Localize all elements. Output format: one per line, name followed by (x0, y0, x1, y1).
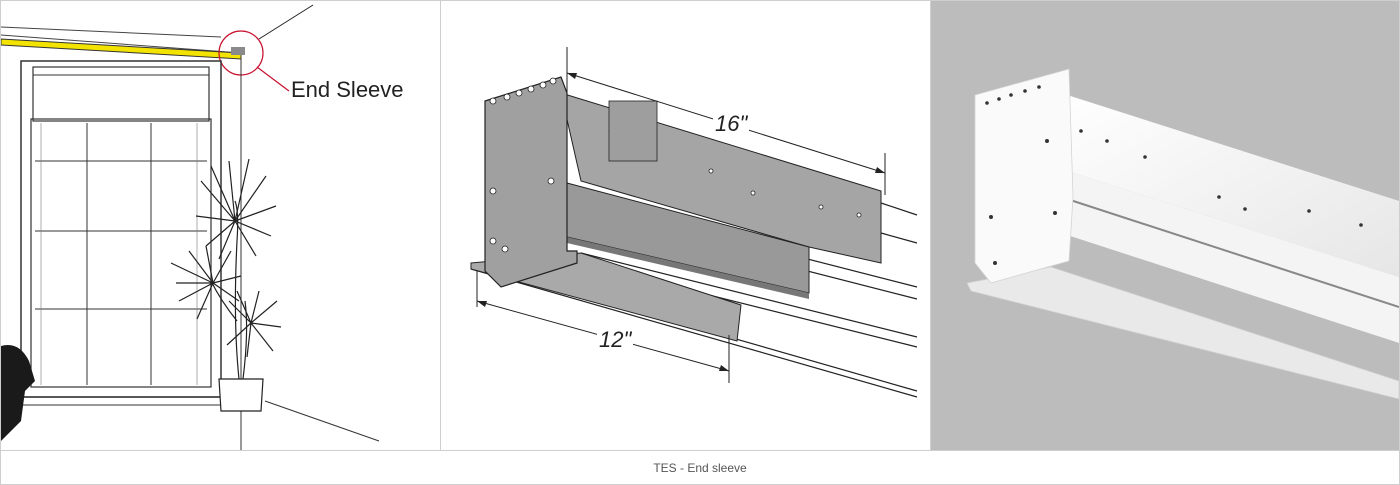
dimension-label-12: 12" (597, 327, 634, 353)
dimension-label-16: 16" (713, 111, 750, 137)
figure-caption-row: TES - End sleeve (1, 451, 1399, 484)
sleeve-dimension-drawing (470, 47, 918, 398)
dimension-drawing-panel: 16" 12" (441, 1, 929, 450)
render-side-face (1061, 93, 1399, 277)
figure-caption: TES - End sleeve (653, 460, 747, 475)
render-photo-panel (931, 1, 1399, 450)
plant-pot (218, 378, 264, 412)
room-illustration (1, 4, 380, 450)
end-sleeve-marker (231, 47, 245, 55)
panel-divider (440, 1, 441, 450)
sleeve-render (966, 68, 1399, 400)
yellow-track (1, 38, 242, 60)
room-illustration-panel: End Sleeve (1, 1, 439, 450)
end-sleeve-callout-label: End Sleeve (291, 77, 404, 102)
chair-silhouette (1, 345, 35, 441)
render-end-bracket (974, 68, 1074, 284)
caption-divider (1, 450, 1399, 451)
panel-divider (930, 1, 931, 450)
end-bracket (484, 76, 578, 288)
plant-foliage (170, 158, 282, 380)
